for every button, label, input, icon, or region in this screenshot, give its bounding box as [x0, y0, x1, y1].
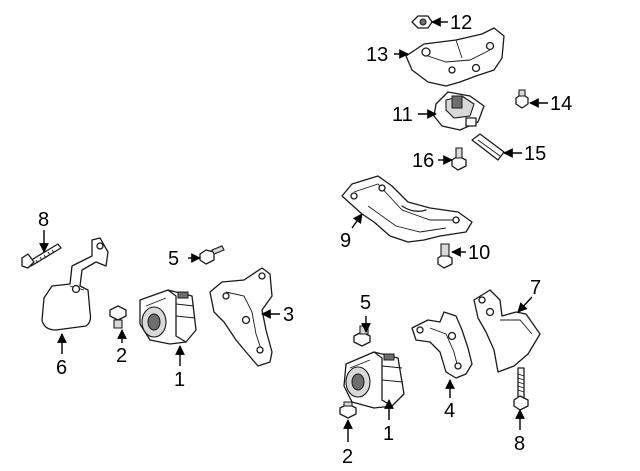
callout-labels: 1 1 2 2 3 4 5 5 6 7 8 8 9 10 11 12 13 14… [38, 12, 572, 468]
callout-2b: 2 [342, 446, 353, 468]
bolt-part-left [109, 305, 127, 329]
splash-shield-part [41, 237, 109, 331]
callout-9: 9 [340, 230, 351, 252]
callout-6: 6 [56, 357, 67, 379]
mount-bracket-part-right [411, 311, 473, 379]
callout-3: 3 [283, 304, 294, 326]
callout-16: 16 [412, 150, 434, 172]
plate-part [471, 133, 505, 161]
upper-bracket-part [405, 27, 505, 87]
leader-9 [351, 213, 363, 229]
callout-15: 15 [524, 143, 546, 165]
callout-12: 12 [450, 12, 472, 34]
callout-14: 14 [550, 93, 572, 115]
leader-7 [517, 296, 533, 313]
splash-shield-part-right [473, 289, 541, 373]
callout-8b: 8 [514, 433, 525, 455]
callout-11: 11 [392, 104, 413, 126]
engine-mount-part-right [343, 351, 405, 409]
long-bolt-part [21, 243, 62, 269]
bolt-part-right-lower [353, 325, 371, 347]
bolt-part-right-mid [451, 147, 467, 171]
callout-13: 13 [366, 44, 388, 66]
leader-lines [39, 17, 548, 442]
callout-4: 4 [444, 400, 455, 422]
crossmember-part [341, 175, 473, 243]
nut-part [411, 15, 433, 29]
callout-7: 7 [530, 277, 541, 299]
bolt-part-upper [199, 245, 225, 265]
bolt-part-crossmember [437, 243, 453, 269]
bolt-part-right-bottom [339, 401, 357, 419]
callout-5b: 5 [360, 292, 371, 314]
callout-2a: 2 [116, 345, 127, 367]
callout-1a: 1 [174, 369, 185, 391]
engine-mount-part-left [139, 289, 197, 345]
mount-bracket-part [209, 267, 273, 367]
bolt-part-right-upper [515, 89, 529, 109]
callout-5a: 5 [168, 248, 179, 270]
callout-8a: 8 [38, 209, 49, 231]
transmission-mount-part [433, 91, 485, 131]
callout-10: 10 [468, 242, 490, 264]
long-bolt-part-right [513, 367, 529, 411]
callout-1b: 1 [383, 423, 394, 445]
